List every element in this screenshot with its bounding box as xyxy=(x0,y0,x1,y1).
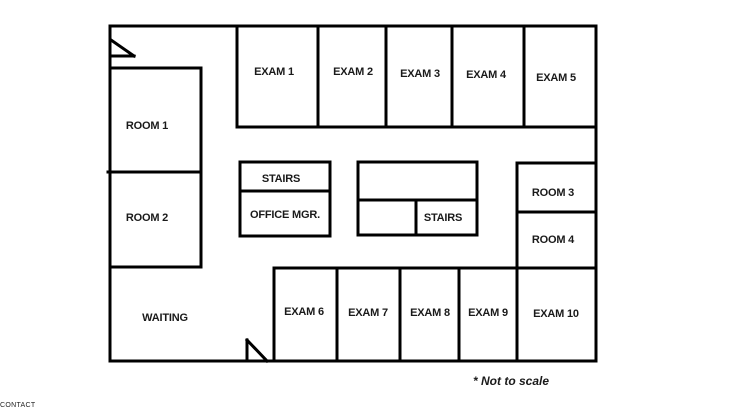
stairs-office-block xyxy=(238,160,332,238)
room-label-room-1: ROOM 1 xyxy=(125,120,169,132)
room-label-exam-1: EXAM 1 xyxy=(254,66,294,78)
top-exam-row xyxy=(235,24,598,129)
room-3-4-block xyxy=(515,161,598,363)
room-label-stairs-left: STAIRS xyxy=(261,173,301,185)
room-label-stairs-right: STAIRS xyxy=(423,212,463,224)
room-label-exam-6: EXAM 6 xyxy=(284,306,324,318)
door-icon-bottom xyxy=(244,337,270,364)
room-label-exam-5: EXAM 5 xyxy=(536,72,576,84)
room-label-exam-4: EXAM 4 xyxy=(466,69,506,81)
room-label-exam-2: EXAM 2 xyxy=(333,66,373,78)
not-to-scale-note: * Not to scale xyxy=(473,374,550,388)
room-1-2-block xyxy=(106,66,203,269)
room-label-room-3: ROOM 3 xyxy=(531,187,575,199)
room-label-exam-3: EXAM 3 xyxy=(400,68,440,80)
room-label-room-4: ROOM 4 xyxy=(531,234,575,246)
room-label-exam-9: EXAM 9 xyxy=(468,307,508,319)
room-label-exam-10: EXAM 10 xyxy=(533,308,579,320)
room-label-exam-7: EXAM 7 xyxy=(348,307,388,319)
room-label-waiting: WAITING xyxy=(142,312,188,324)
door-icon-top-left xyxy=(108,37,137,59)
footer-contact-link[interactable]: CONTACT xyxy=(0,402,36,409)
outer-walls xyxy=(108,24,598,363)
room-label-room-2: ROOM 2 xyxy=(125,212,169,224)
room-label-office-mgr: OFFICE MGR. xyxy=(250,209,320,221)
room-label-exam-8: EXAM 8 xyxy=(410,307,450,319)
bottom-exam-row xyxy=(272,266,598,363)
center-stairs-block xyxy=(356,160,479,237)
